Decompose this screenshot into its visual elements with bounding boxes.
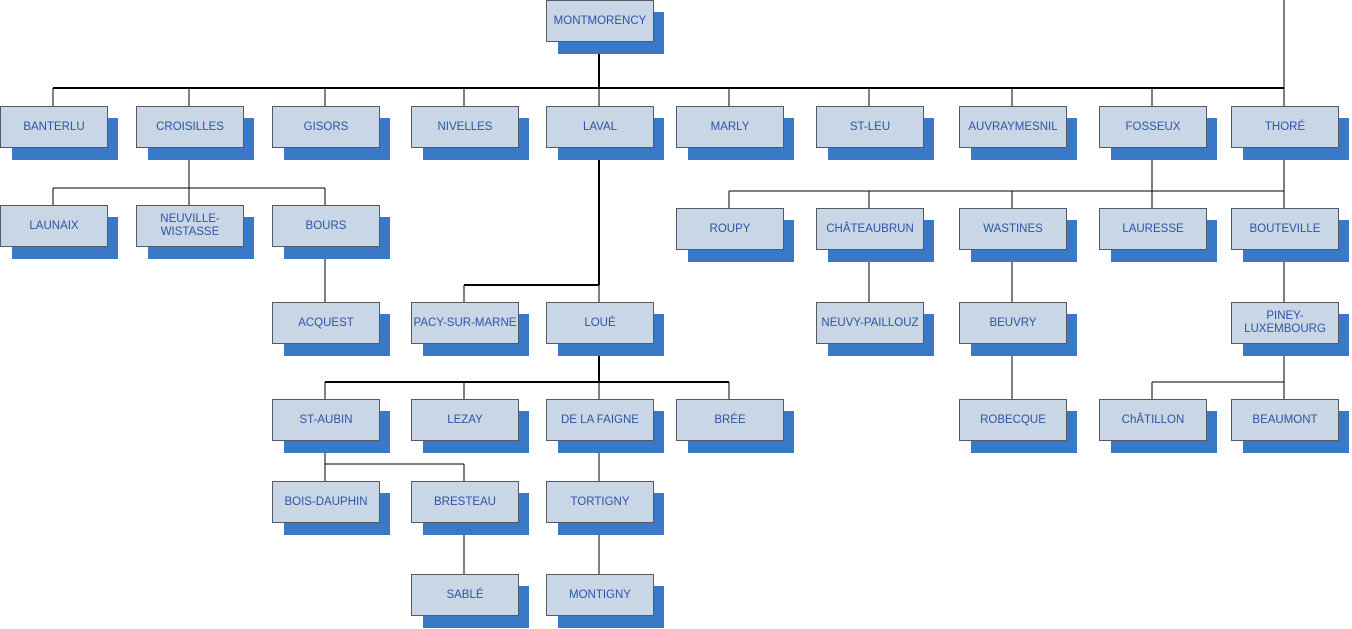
node-label: CROISILLES [136,106,244,148]
node-label: LAUNAIX [0,205,108,247]
node-label: BOIS-DAUPHIN [272,481,380,523]
node-lauresse: LAURESSE [1099,208,1217,262]
node-banterlu: BANTERLU [0,106,118,160]
node-piney-luxembourg: PINEY-LUXEMBOURG [1231,302,1349,356]
node-label: ChÂTILLON [1099,399,1207,441]
node-pacy-sur-marne: PACY-SUR-MARNE [411,302,529,356]
node-label: ACQUEST [272,302,380,344]
node-bours: BOURS [272,205,390,259]
node-tortigny: TORTIGNY [546,481,664,535]
node-roupy: ROUPY [676,208,794,262]
node-label: AUVRAYMESNIL [959,106,1067,148]
node-label: LOUÉ [546,302,654,344]
node-label: MONTMORENCY [546,0,654,42]
node-label: ST-LEU [816,106,924,148]
node-label: LAVAL [546,106,654,148]
node-chatillon: ChÂTILLON [1099,399,1217,453]
node-label: ROUPY [676,208,784,250]
node-label: PACY-SUR-MARNE [411,302,519,344]
node-neuvy-pailloux: NEUVY-PAILLOUZ [816,302,934,356]
node-montmorency: MONTMORENCY [546,0,664,54]
node-label: NIVELLES [411,106,519,148]
node-beaumont: BEAUMONT [1231,399,1349,453]
node-label: MARLY [676,106,784,148]
node-label: BRÉE [676,399,784,441]
node-robecque: ROBECQUE [959,399,1077,453]
node-marly: MARLY [676,106,794,160]
node-label: BOURS [272,205,380,247]
node-thore: THORÉ [1231,106,1349,160]
node-sable: SABLÉ [411,574,529,628]
node-label: MONTIGNY [546,574,654,616]
node-label: BEAUMONT [1231,399,1339,441]
node-laval: LAVAL [546,106,664,160]
node-neuville-wistasse: NEUVILLE-WISTASSE [136,205,254,259]
node-st-leu: ST-LEU [816,106,934,160]
node-chateaubrun: CHÂTEAUBRUN [816,208,934,262]
node-label: PINEY-LUXEMBOURG [1231,302,1339,344]
node-acquest: ACQUEST [272,302,390,356]
node-nivelles: NIVELLES [411,106,529,160]
node-launaix: LAUNAIX [0,205,118,259]
node-montigny: MONTIGNY [546,574,664,628]
node-lezay: LEZAY [411,399,529,453]
node-label: FOSSEUX [1099,106,1207,148]
node-label: LEZAY [411,399,519,441]
node-label: THORÉ [1231,106,1339,148]
node-de-la-faigne: DE LA FAIGNE [546,399,664,453]
node-auvraymesnil: AUVRAYMESNIL [959,106,1077,160]
node-label: CHÂTEAUBRUN [816,208,924,250]
node-bouteville: BOUTEVILLE [1231,208,1349,262]
node-bois-dauphin: BOIS-DAUPHIN [272,481,390,535]
node-bree: BRÉE [676,399,794,453]
node-st-aubin: ST-AUBIN [272,399,390,453]
node-label: BEUVRY [959,302,1067,344]
node-label: BRESTEAU [411,481,519,523]
node-croisilles: CROISILLES [136,106,254,160]
node-label: DE LA FAIGNE [546,399,654,441]
node-label: WASTINES [959,208,1067,250]
node-fosseux: FOSSEUX [1099,106,1217,160]
node-label: SABLÉ [411,574,519,616]
node-label: GISORS [272,106,380,148]
node-label: ST-AUBIN [272,399,380,441]
node-label: BOUTEVILLE [1231,208,1339,250]
node-wastines: WASTINES [959,208,1077,262]
node-loue: LOUÉ [546,302,664,356]
node-label: ROBECQUE [959,399,1067,441]
node-label: NEUVILLE-WISTASSE [136,205,244,247]
node-label: TORTIGNY [546,481,654,523]
node-label: BANTERLU [0,106,108,148]
node-label: LAURESSE [1099,208,1207,250]
node-gisors: GISORS [272,106,390,160]
node-beuvry: BEUVRY [959,302,1077,356]
node-bresteau: BRESTEAU [411,481,529,535]
node-label: NEUVY-PAILLOUZ [816,302,924,344]
